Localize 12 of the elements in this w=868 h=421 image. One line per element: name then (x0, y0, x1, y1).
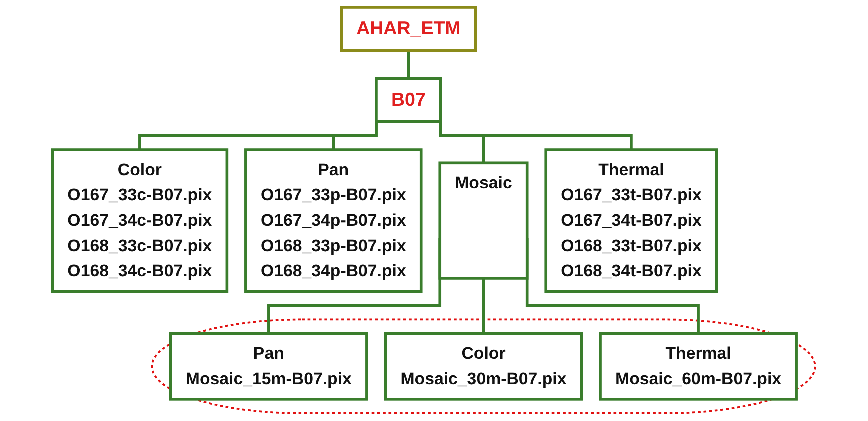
node-box (51, 148, 229, 294)
node-box (375, 77, 442, 124)
node-box (169, 332, 368, 401)
node-box (384, 332, 584, 401)
connector (407, 50, 410, 80)
node-box (244, 148, 423, 294)
connector (482, 278, 486, 336)
node-box (544, 148, 718, 294)
node-box (599, 332, 798, 401)
cluster (151, 318, 816, 414)
node-box (438, 162, 529, 280)
node-box (340, 6, 478, 52)
